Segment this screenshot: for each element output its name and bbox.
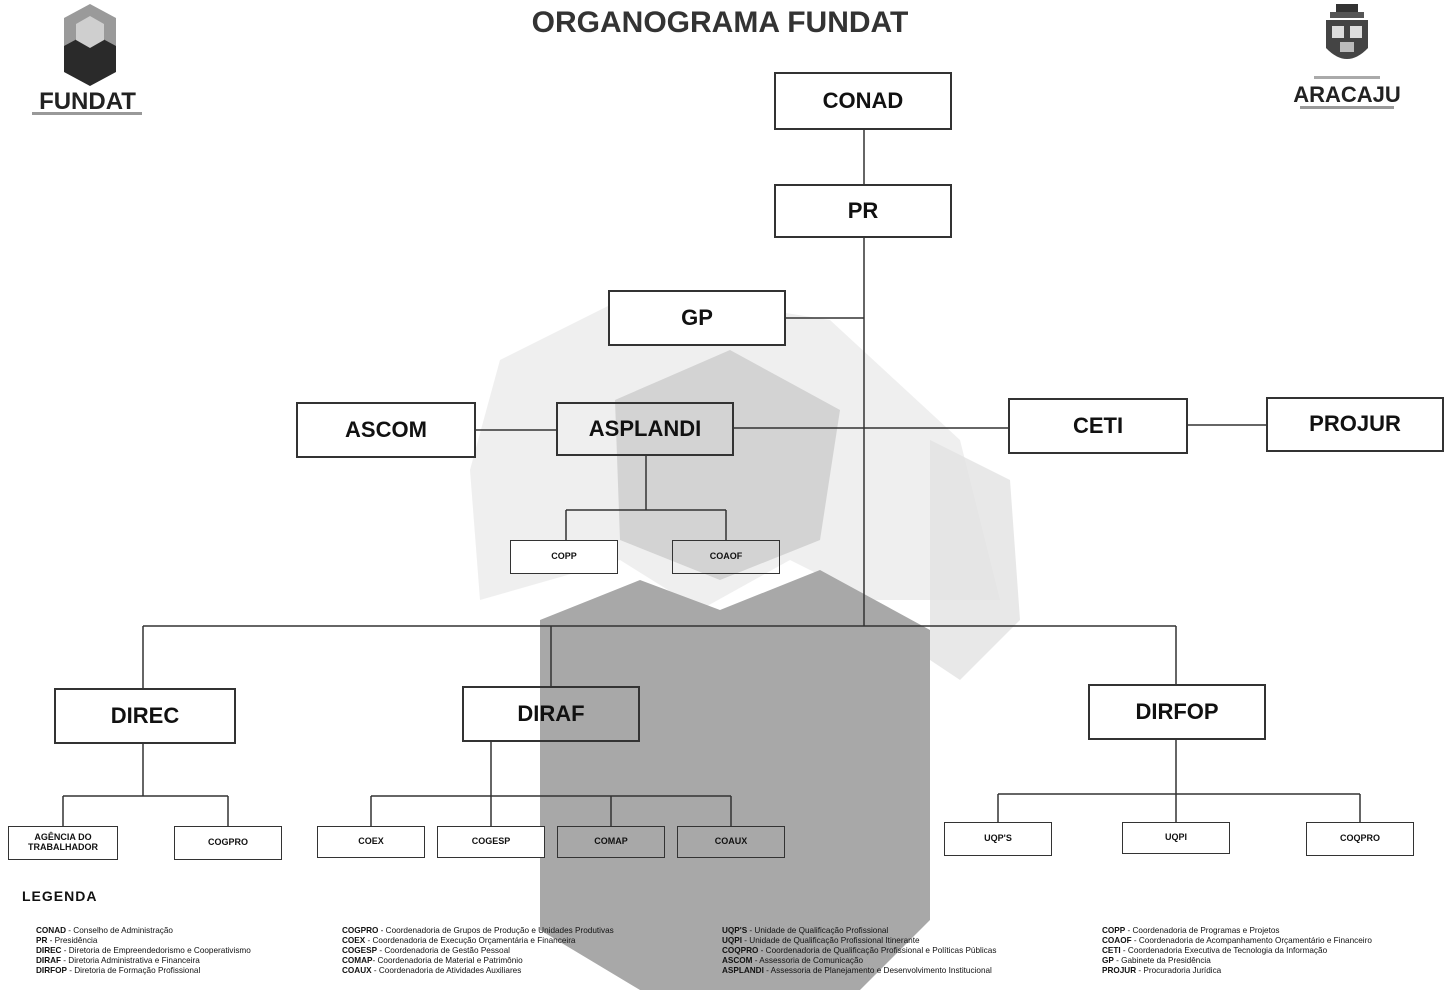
hexagon-cube-icon bbox=[64, 4, 116, 86]
node-ascom: ASCOM bbox=[296, 402, 476, 458]
node-coqpro: COQPRO bbox=[1306, 822, 1414, 856]
node-cogesp: COGESP bbox=[437, 826, 545, 858]
node-gp: GP bbox=[608, 290, 786, 346]
aracaju-logo-caption bbox=[1314, 76, 1380, 79]
node-diraf: DIRAF bbox=[462, 686, 640, 742]
node-ceti: CETI bbox=[1008, 398, 1188, 454]
legend-entry: CETI - Coordenadoria Executiva de Tecnol… bbox=[1102, 946, 1328, 955]
node-copp: COPP bbox=[510, 540, 618, 574]
node-uqpi: UQPI bbox=[1122, 822, 1230, 854]
node-projur: PROJUR bbox=[1266, 397, 1444, 452]
node-comap: COMAP bbox=[557, 826, 665, 858]
fundat-logo-tagline bbox=[32, 112, 142, 115]
legend-entry: COMAP- Coordenadoria de Material e Patri… bbox=[342, 956, 523, 965]
node-uqps: UQP'S bbox=[944, 822, 1052, 856]
node-coaux: COAUX bbox=[677, 826, 785, 858]
fundat-logo-name: FUNDAT bbox=[39, 88, 136, 115]
node-conad: CONAD bbox=[774, 72, 952, 130]
fundat-logo: FUNDAT bbox=[30, 2, 145, 117]
node-dirfop: DIRFOP bbox=[1088, 684, 1266, 740]
aracaju-logo-tagline bbox=[1300, 106, 1394, 109]
legend-entry: PROJUR - Procuradoria Jurídica bbox=[1102, 966, 1222, 975]
legend-entry: DIRFOP - Diretoria de Formação Profissio… bbox=[36, 966, 201, 975]
page-title: ORGANOGRAMA FUNDAT bbox=[531, 6, 909, 39]
aracaju-logo: ARACAJU bbox=[1292, 2, 1402, 120]
node-asplandi: ASPLANDI bbox=[556, 402, 734, 456]
legend-entry: CONAD - Conselho de Administração bbox=[36, 926, 173, 935]
legend-entry: ASPLANDI - Assessoria de Planejamento e … bbox=[722, 966, 992, 975]
legend-title: LEGENDA bbox=[22, 888, 98, 904]
legend-entry: PR - Presidência bbox=[36, 936, 98, 945]
legend-entry: UQP'S - Unidade de Qualificação Profissi… bbox=[722, 926, 889, 935]
node-pr: PR bbox=[774, 184, 952, 238]
node-direc: DIREC bbox=[54, 688, 236, 744]
legend-column-4: COPP - Coordenadoria de Programas e Proj… bbox=[1102, 926, 1372, 976]
city-crest-icon bbox=[1326, 4, 1368, 59]
node-coex: COEX bbox=[317, 826, 425, 858]
legend-column-2: COGPRO - Coordenadoria de Grupos de Prod… bbox=[342, 926, 614, 976]
legend-entry: DIREC - Diretoria de Empreendedorismo e … bbox=[36, 946, 251, 955]
legend-entry: DIRAF - Diretoria Administrativa e Finan… bbox=[36, 956, 200, 965]
legend-column-1: CONAD - Conselho de Administração PR - P… bbox=[36, 926, 251, 976]
legend-entry: COGESP - Coordenadoria de Gestão Pessoal bbox=[342, 946, 510, 955]
legend-entry: UQPI - Unidade de Qualificação Profissio… bbox=[722, 936, 920, 945]
legend-entry: COPP - Coordenadoria de Programas e Proj… bbox=[1102, 926, 1280, 935]
node-coaof: COAOF bbox=[672, 540, 780, 574]
legend-entry: COAUX - Coordenadoria de Atividades Auxi… bbox=[342, 966, 522, 975]
legend-entry: COAOF - Coordenadoria de Acompanhamento … bbox=[1102, 936, 1372, 945]
node-cogpro-direc: COGPRO bbox=[174, 826, 282, 860]
legend-entry: COQPRO - Coordenadoria de Qualificação P… bbox=[722, 946, 997, 955]
node-agencia: AGÊNCIA DO TRABALHADOR bbox=[8, 826, 118, 860]
legend-entry: COGPRO - Coordenadoria de Grupos de Prod… bbox=[342, 926, 614, 935]
legend-entry: GP - Gabinete da Presidência bbox=[1102, 956, 1211, 965]
legend-column-3: UQP'S - Unidade de Qualificação Profissi… bbox=[722, 926, 996, 976]
aracaju-logo-name: ARACAJU bbox=[1293, 82, 1401, 107]
legend-entry: ASCOM - Assessoria de Comunicação bbox=[722, 956, 864, 965]
legend-entry: COEX - Coordenadoria de Execução Orçamen… bbox=[342, 936, 576, 945]
